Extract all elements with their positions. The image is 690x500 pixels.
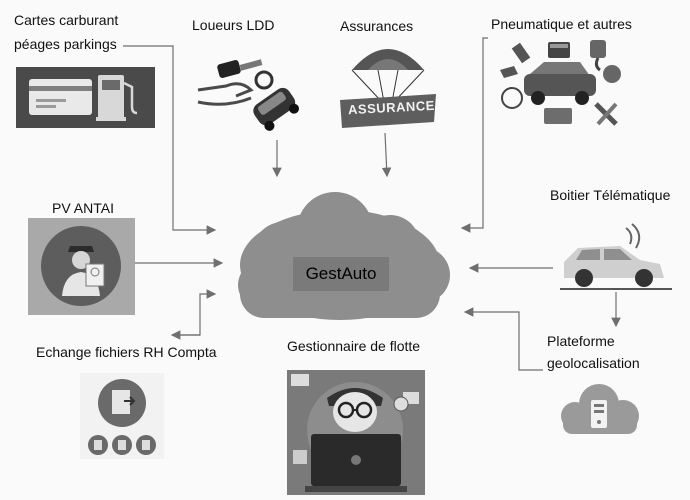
fuel-card-icon — [29, 79, 92, 115]
file-exchange-icon — [80, 373, 164, 459]
label-plateforme-line1: Plateforme — [547, 333, 615, 349]
label-pv: PV ANTAI — [52, 200, 114, 216]
arrow-assurances — [381, 132, 392, 178]
label-boitier: Boitier Télématique — [550, 187, 671, 203]
label-loueurs: Loueurs LDD — [192, 17, 275, 33]
insurance-parachute-icon: ASSURANCE — [338, 38, 438, 130]
police-cap — [68, 246, 94, 252]
label-cartes-line2: péages parkings — [14, 36, 117, 52]
label-gestionnaire: Gestionnaire de flotte — [287, 338, 421, 354]
telematics-car-icon — [560, 222, 672, 292]
label-echange: Echange fichiers RH Compta — [36, 344, 217, 360]
arrow-pneumatique — [460, 37, 488, 233]
arrow-cartes — [123, 45, 217, 235]
label-assurances: Assurances — [340, 18, 414, 34]
fleet-manager-illustration — [287, 370, 425, 495]
fuel-card-pump-tile — [16, 67, 155, 128]
center-node-label: GestAuto — [293, 257, 389, 291]
cloud-server-icon — [555, 380, 643, 438]
arrow-echange — [170, 289, 217, 340]
label-cartes-line1: Cartes carburant — [14, 12, 119, 28]
arrow-plateforme — [463, 307, 543, 371]
cloud-shape — [238, 192, 450, 320]
car-key-hand-icon — [196, 40, 300, 132]
label-plateforme-line2: geolocalisation — [547, 355, 640, 371]
police-officer-tile — [28, 218, 135, 315]
car-maintenance-tools-icon — [494, 40, 624, 128]
label-pneumatique: Pneumatique et autres — [491, 16, 632, 32]
